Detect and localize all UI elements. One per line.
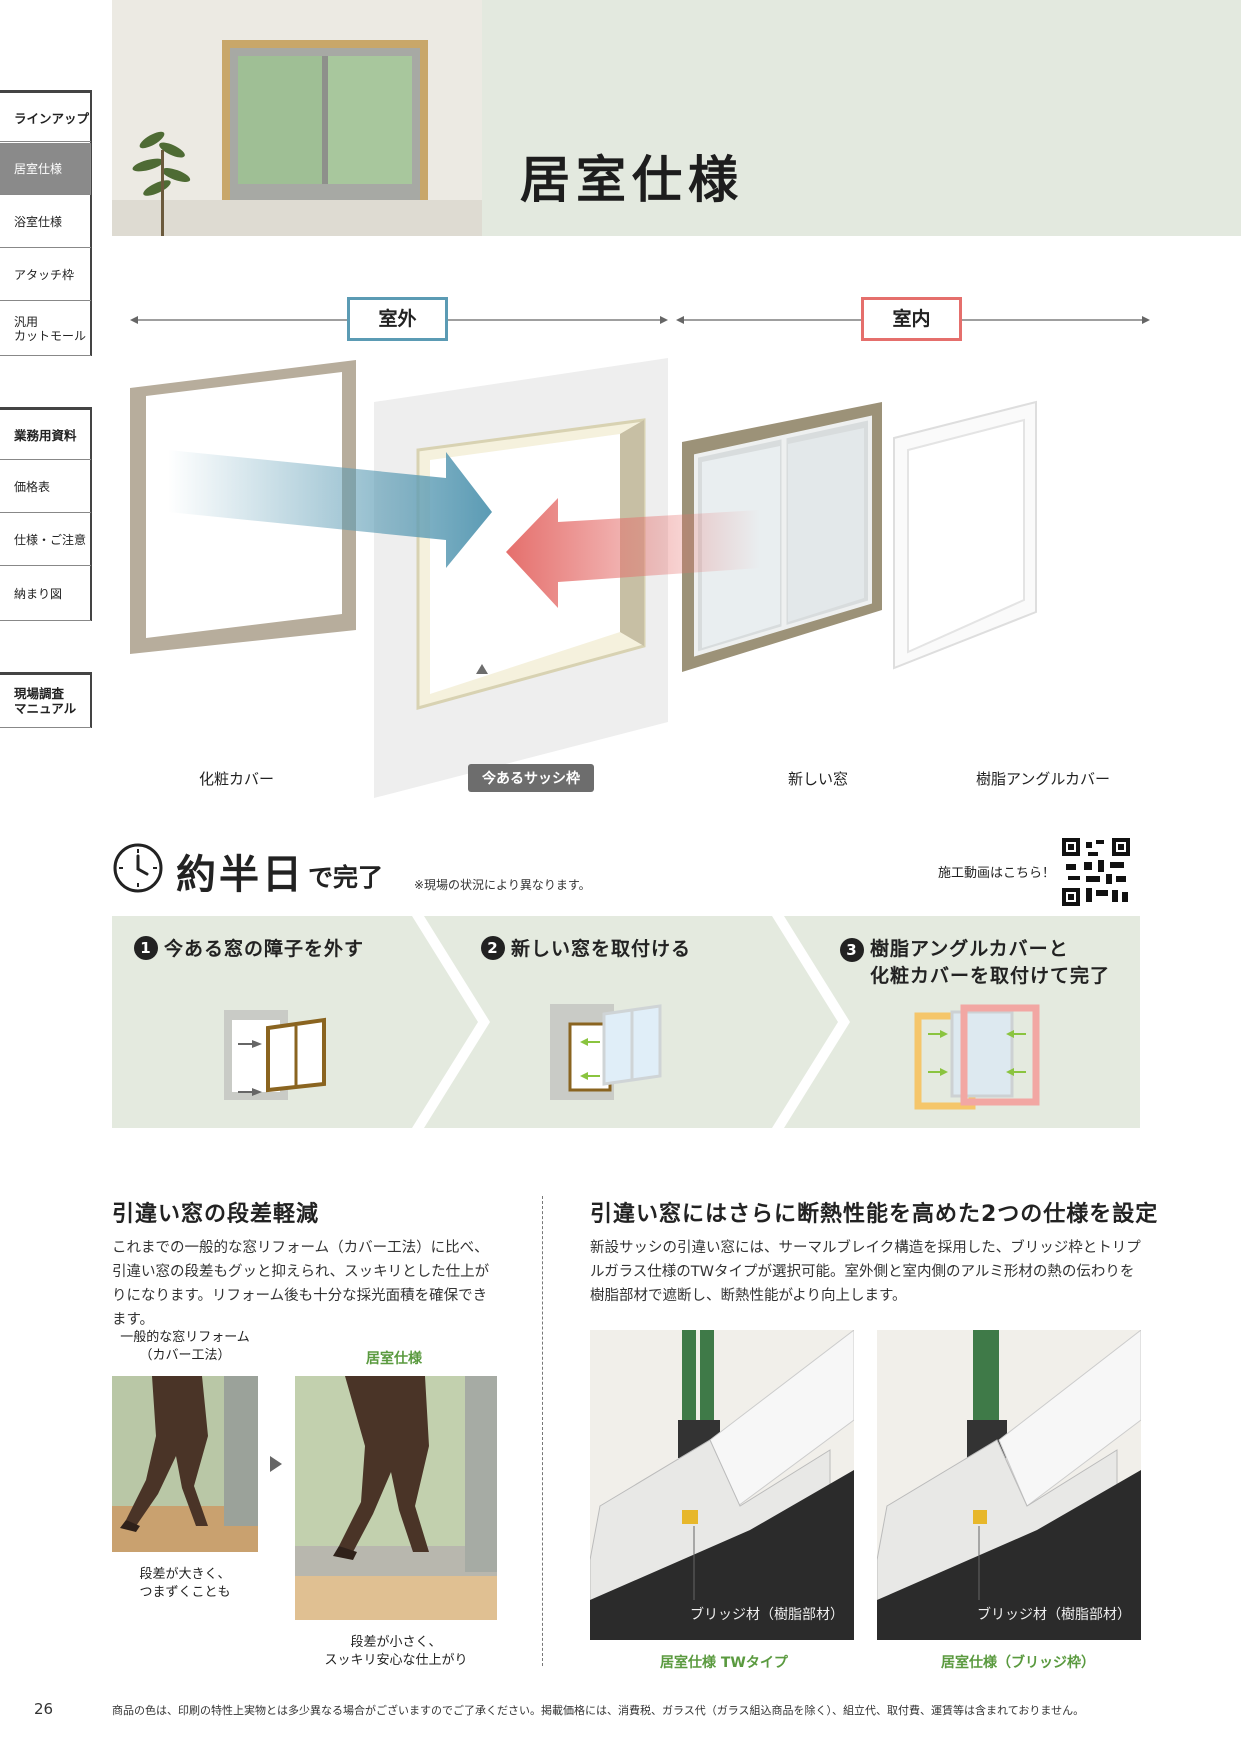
compare-caption: 段差が大きく、 つまずくことも [139,1567,231,1600]
sidebar-item-lineup[interactable]: ラインアップ [0,90,91,142]
bridge-label: ブリッジ材（樹脂部材） [977,1607,1131,1623]
step-number: 3 [840,938,864,962]
qr-code-icon[interactable] [1062,838,1130,906]
section-bridge-frame [877,1330,1141,1640]
sidebar-item-attach-frame[interactable]: アタッチ枠 [0,249,91,301]
section-divider [542,1196,543,1666]
sidebar-item-drawing[interactable]: 納まり図 [0,567,91,621]
step-number: 1 [134,936,158,960]
sidebar-item-bathroom[interactable]: 浴室仕様 [0,196,91,248]
photo-living-room-spec [295,1376,497,1620]
sidebar-item-manual[interactable]: 現場調査 マニュアル [0,672,91,728]
section-heading: 引違い窓の段差軽減 [112,1202,320,1227]
product-caption: 居室仕様（ブリッジ枠） [941,1655,1095,1671]
part-caption: 樹脂アングルカバー [976,770,1110,788]
page-title: 居室仕様 [520,151,744,209]
sidebar-item-business[interactable]: 業務用資料 [0,407,91,460]
part-caption: 今あるサッシ枠 [468,764,594,792]
compare-title: 居室仕様 [366,1351,422,1367]
window-install-diagram [130,316,1150,798]
note-text: ※現場の状況により異なります。 [414,878,591,892]
part-caption: 新しい窓 [788,770,849,788]
sidebar-item-price[interactable]: 価格表 [0,461,91,513]
indoor-label: 室内 [861,297,962,341]
half-day-text: 約半日 [176,852,305,898]
outdoor-label: 室外 [347,297,448,341]
step-label: 新しい窓を取付ける [511,938,692,960]
sidebar-item-living-room[interactable]: 居室仕様 [0,143,91,195]
section-heading: 引違い窓にはさらに断熱性能を高めた2つの仕様を設定 [590,1202,1159,1227]
section-body: これまでの一般的な窓リフォーム（カバー工法）に比べ、引違い窓の段差もグッと抑えら… [112,1240,490,1328]
step-label: 樹脂アングルカバーと 化粧カバーを取付けて完了 [870,938,1111,987]
arrow-right-icon [270,1456,282,1472]
hero-photo [112,0,482,236]
section-tw-type [590,1330,854,1640]
video-link[interactable]: 施工動画はこちら！ [938,866,1056,881]
compare-title: 一般的な窓リフォーム （カバー工法） [120,1330,250,1363]
complete-text: で完了 [308,863,384,892]
photo-cover-method [112,1376,258,1552]
clock-icon [113,843,163,893]
step-1: 1 今ある窓の障子を外す [134,936,364,963]
section-body: 新設サッシの引違い窓には、サーマルブレイク構造を採用した、ブリッジ枠とトリプルガ… [590,1240,1141,1304]
sidebar-item-cut-mould[interactable]: 汎用 カットモール [0,302,91,356]
part-caption: 化粧カバー [199,770,275,788]
step-number: 2 [481,936,505,960]
page-number: 26 [34,1700,54,1718]
sidebar-rule [90,90,92,356]
sidebar-rule [90,672,92,728]
steps-banner [112,916,1140,1128]
compare-caption: 段差が小さく、 スッキリ安心な仕上がり [324,1635,468,1668]
product-caption: 居室仕様 TWタイプ [660,1655,788,1671]
bridge-label: ブリッジ材（樹脂部材） [690,1607,844,1623]
sidebar-item-spec[interactable]: 仕様・ご注意 [0,514,91,566]
footer-note: 商品の色は、印刷の特性上実物とは多少異なる場合がございますのでご了承ください。掲… [112,1704,1085,1717]
step-2: 2 新しい窓を取付ける [481,936,691,963]
step-label: 今ある窓の障子を外す [164,938,365,960]
sidebar-rule [90,407,92,621]
